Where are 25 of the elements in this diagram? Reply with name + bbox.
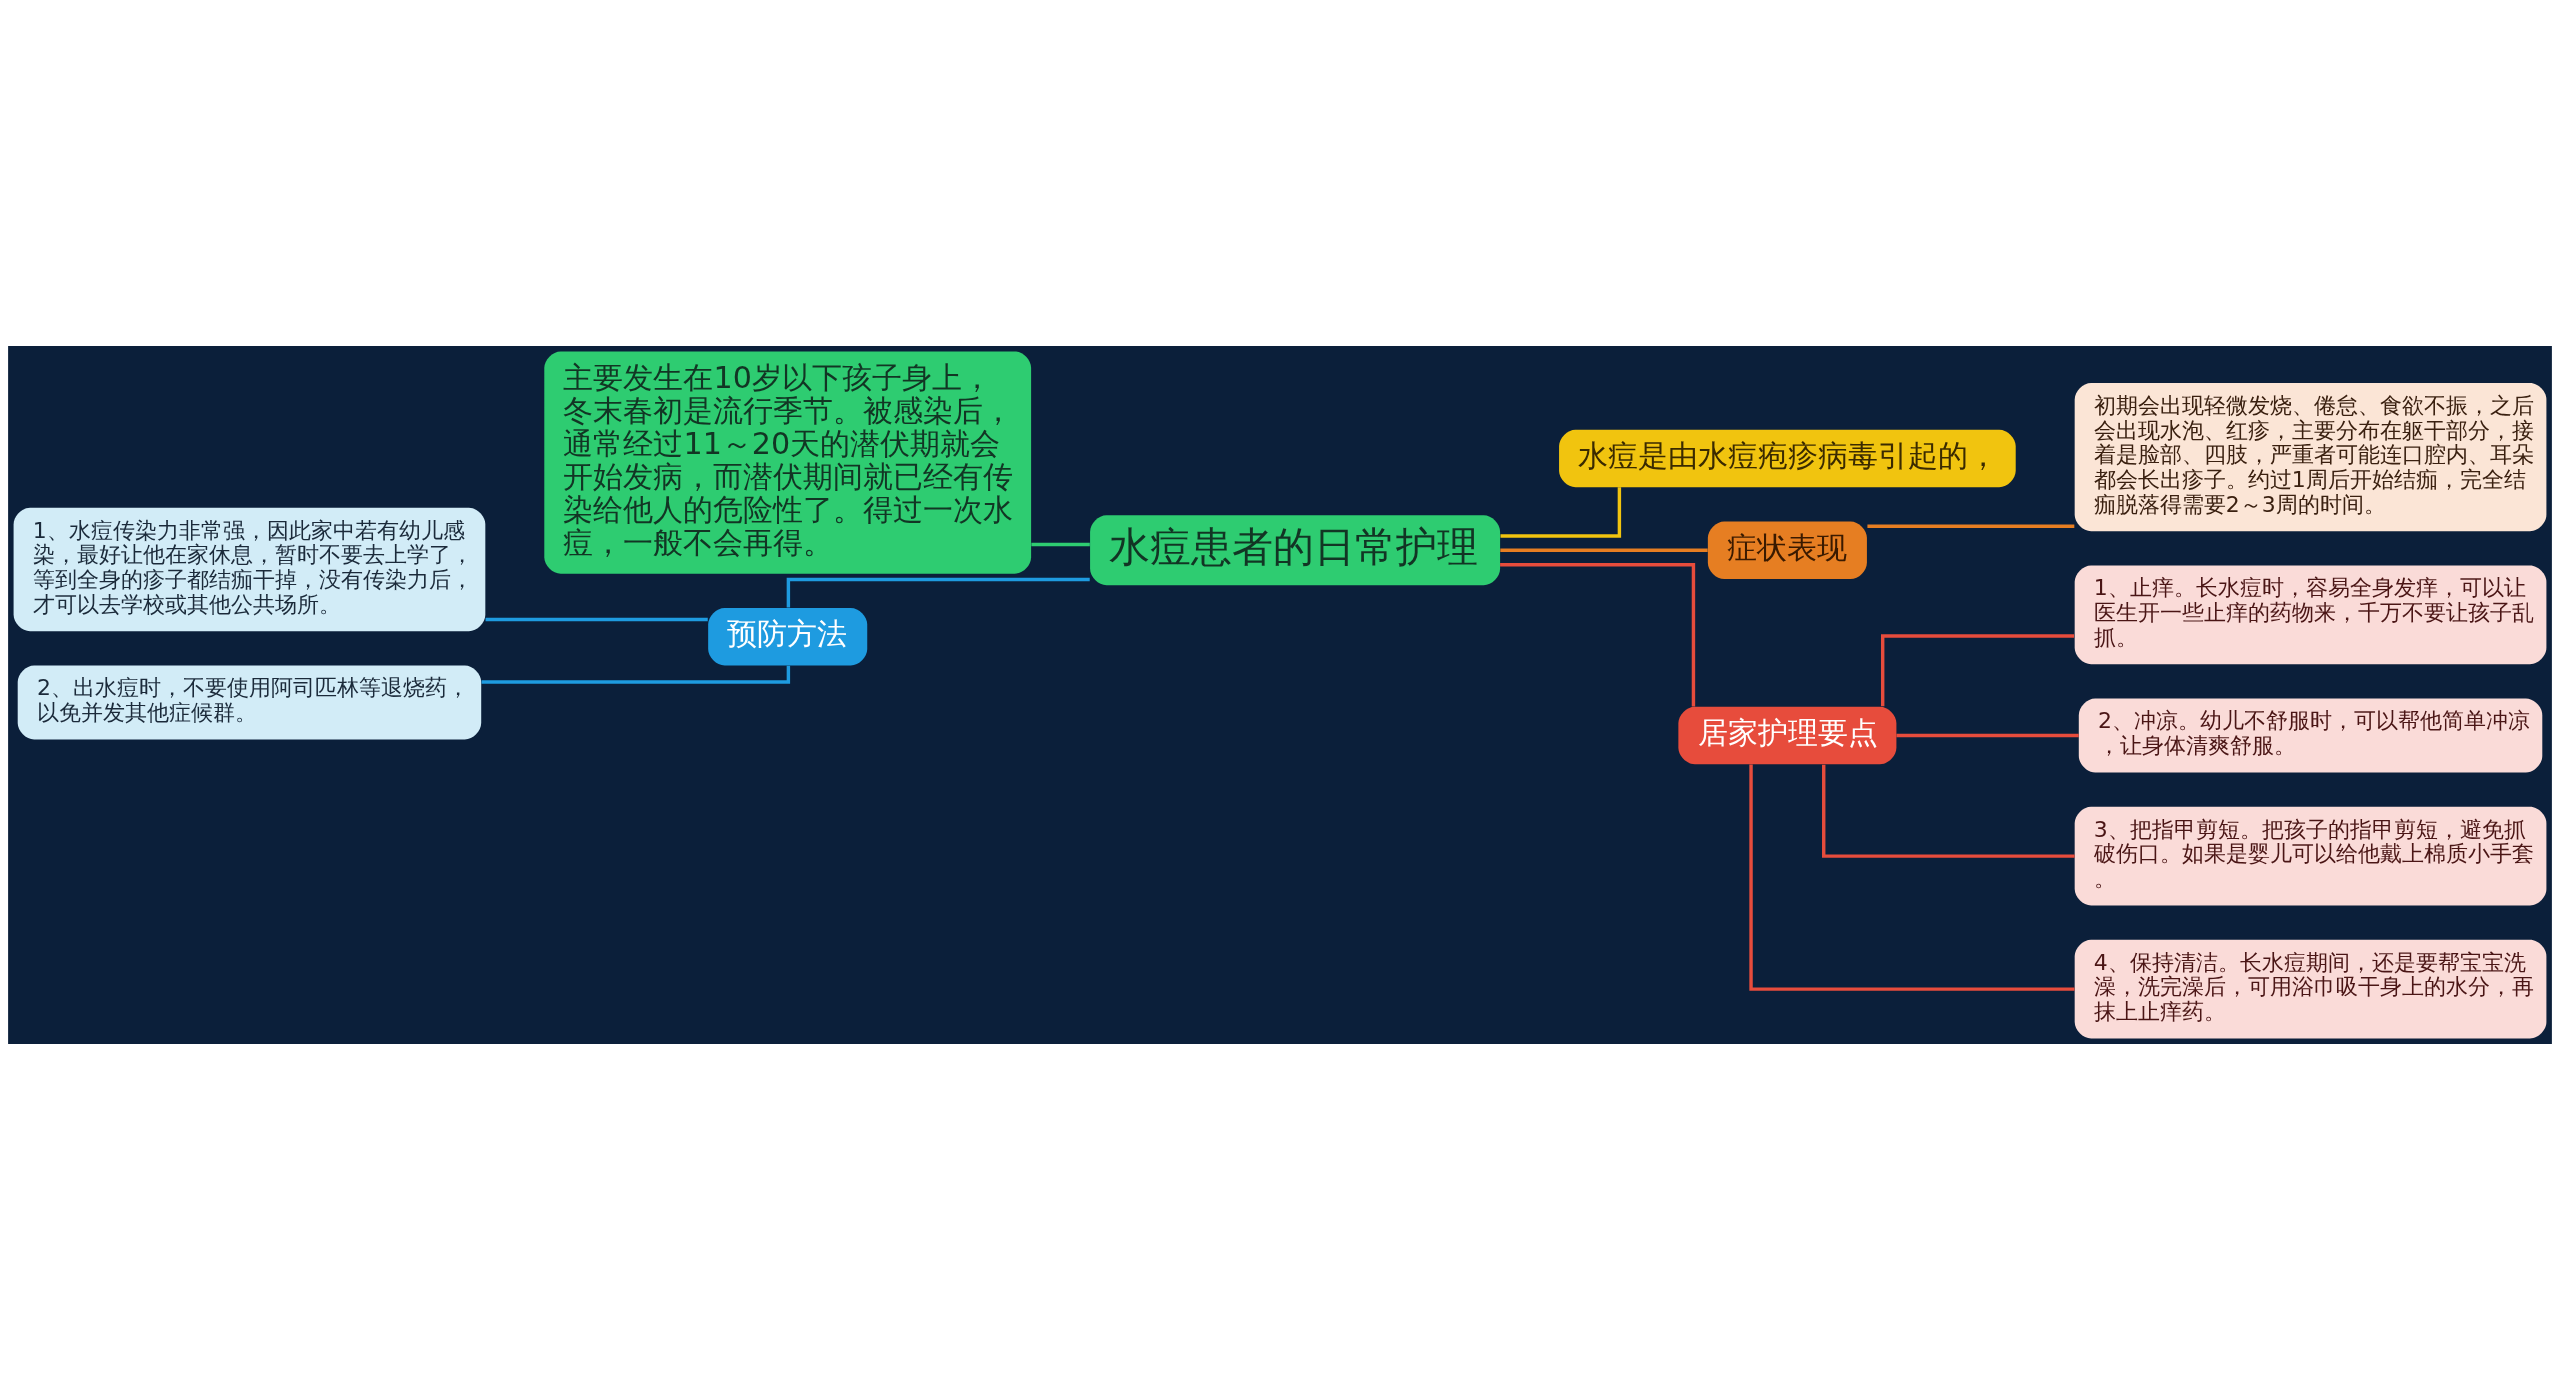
node-box: 2、冲凉。幼儿不舒服时，可以帮他简单冲凉，让身体清爽舒服。 [2078,697,2543,772]
node-box: 水痘是由水痘疱疹病毒引起的， [1559,429,2016,487]
connector [786,577,1090,607]
node-box: 水痘患者的日常护理 [1090,514,1501,585]
node-box: 症状表现 [1707,521,1867,579]
connector [1749,764,2075,991]
node-box: 4、保持清洁。长水痘期间，还是要帮宝宝洗澡，洗完澡后，可用浴巾吸干身上的水分，再抹上止痒药。 [2074,939,2547,1038]
connector [1822,764,2075,858]
connector [1896,733,2079,737]
connector [1880,633,2075,706]
node-box: 3、把指甲剪短。把孩子的指甲剪短，避免抓破伤口。如果是婴儿可以给他戴上棉质小手套。 [2074,806,2547,905]
connector [1500,486,1622,538]
node-box: 2、出水痘时，不要使用阿司匹林等退烧药，以免并发其他症候群。 [17,665,482,740]
connector [1031,542,1090,546]
node-box: 1、水痘传染力非常强，因此家中若有幼儿感染，最好让他在家休息，暂时不要去上学了，等到全身的疹子都结痂干掉，没有传染力后，才可以去学校或其他公共场所。 [13,507,486,631]
node-box: 初期会出现轻微发烧、倦怠、食欲不振，之后会出现水泡、红疹，主要分布在躯干部分，接着是脸部、四肢，严重者可能连口腔内、耳朵都会长出疹子。约过1周后开始结痂，完全结痂脱落得需要2～3周的时间。 [2074,382,2547,531]
connector [1500,562,1696,706]
node-box: 主要发生在10岁以下孩子身上，冬末春初是流行季节。被感染后，通常经过11～20天的潜伏期就会开始发病，而潜伏期间就已经有传染给他人的危险性了。得过一次水痘，一般不会再得。 [544,351,1032,574]
node-box: 预防方法 [708,607,868,665]
connector [485,617,708,621]
node-box: 居家护理要点 [1678,706,1897,764]
connector [481,665,791,684]
connector [1500,548,1708,552]
connector [1867,524,2075,528]
node-box: 1、止痒。长水痘时，容易全身发痒，可以让医生开一些止痒的药物来，千万不要让孩子乱抓。 [2074,564,2547,664]
